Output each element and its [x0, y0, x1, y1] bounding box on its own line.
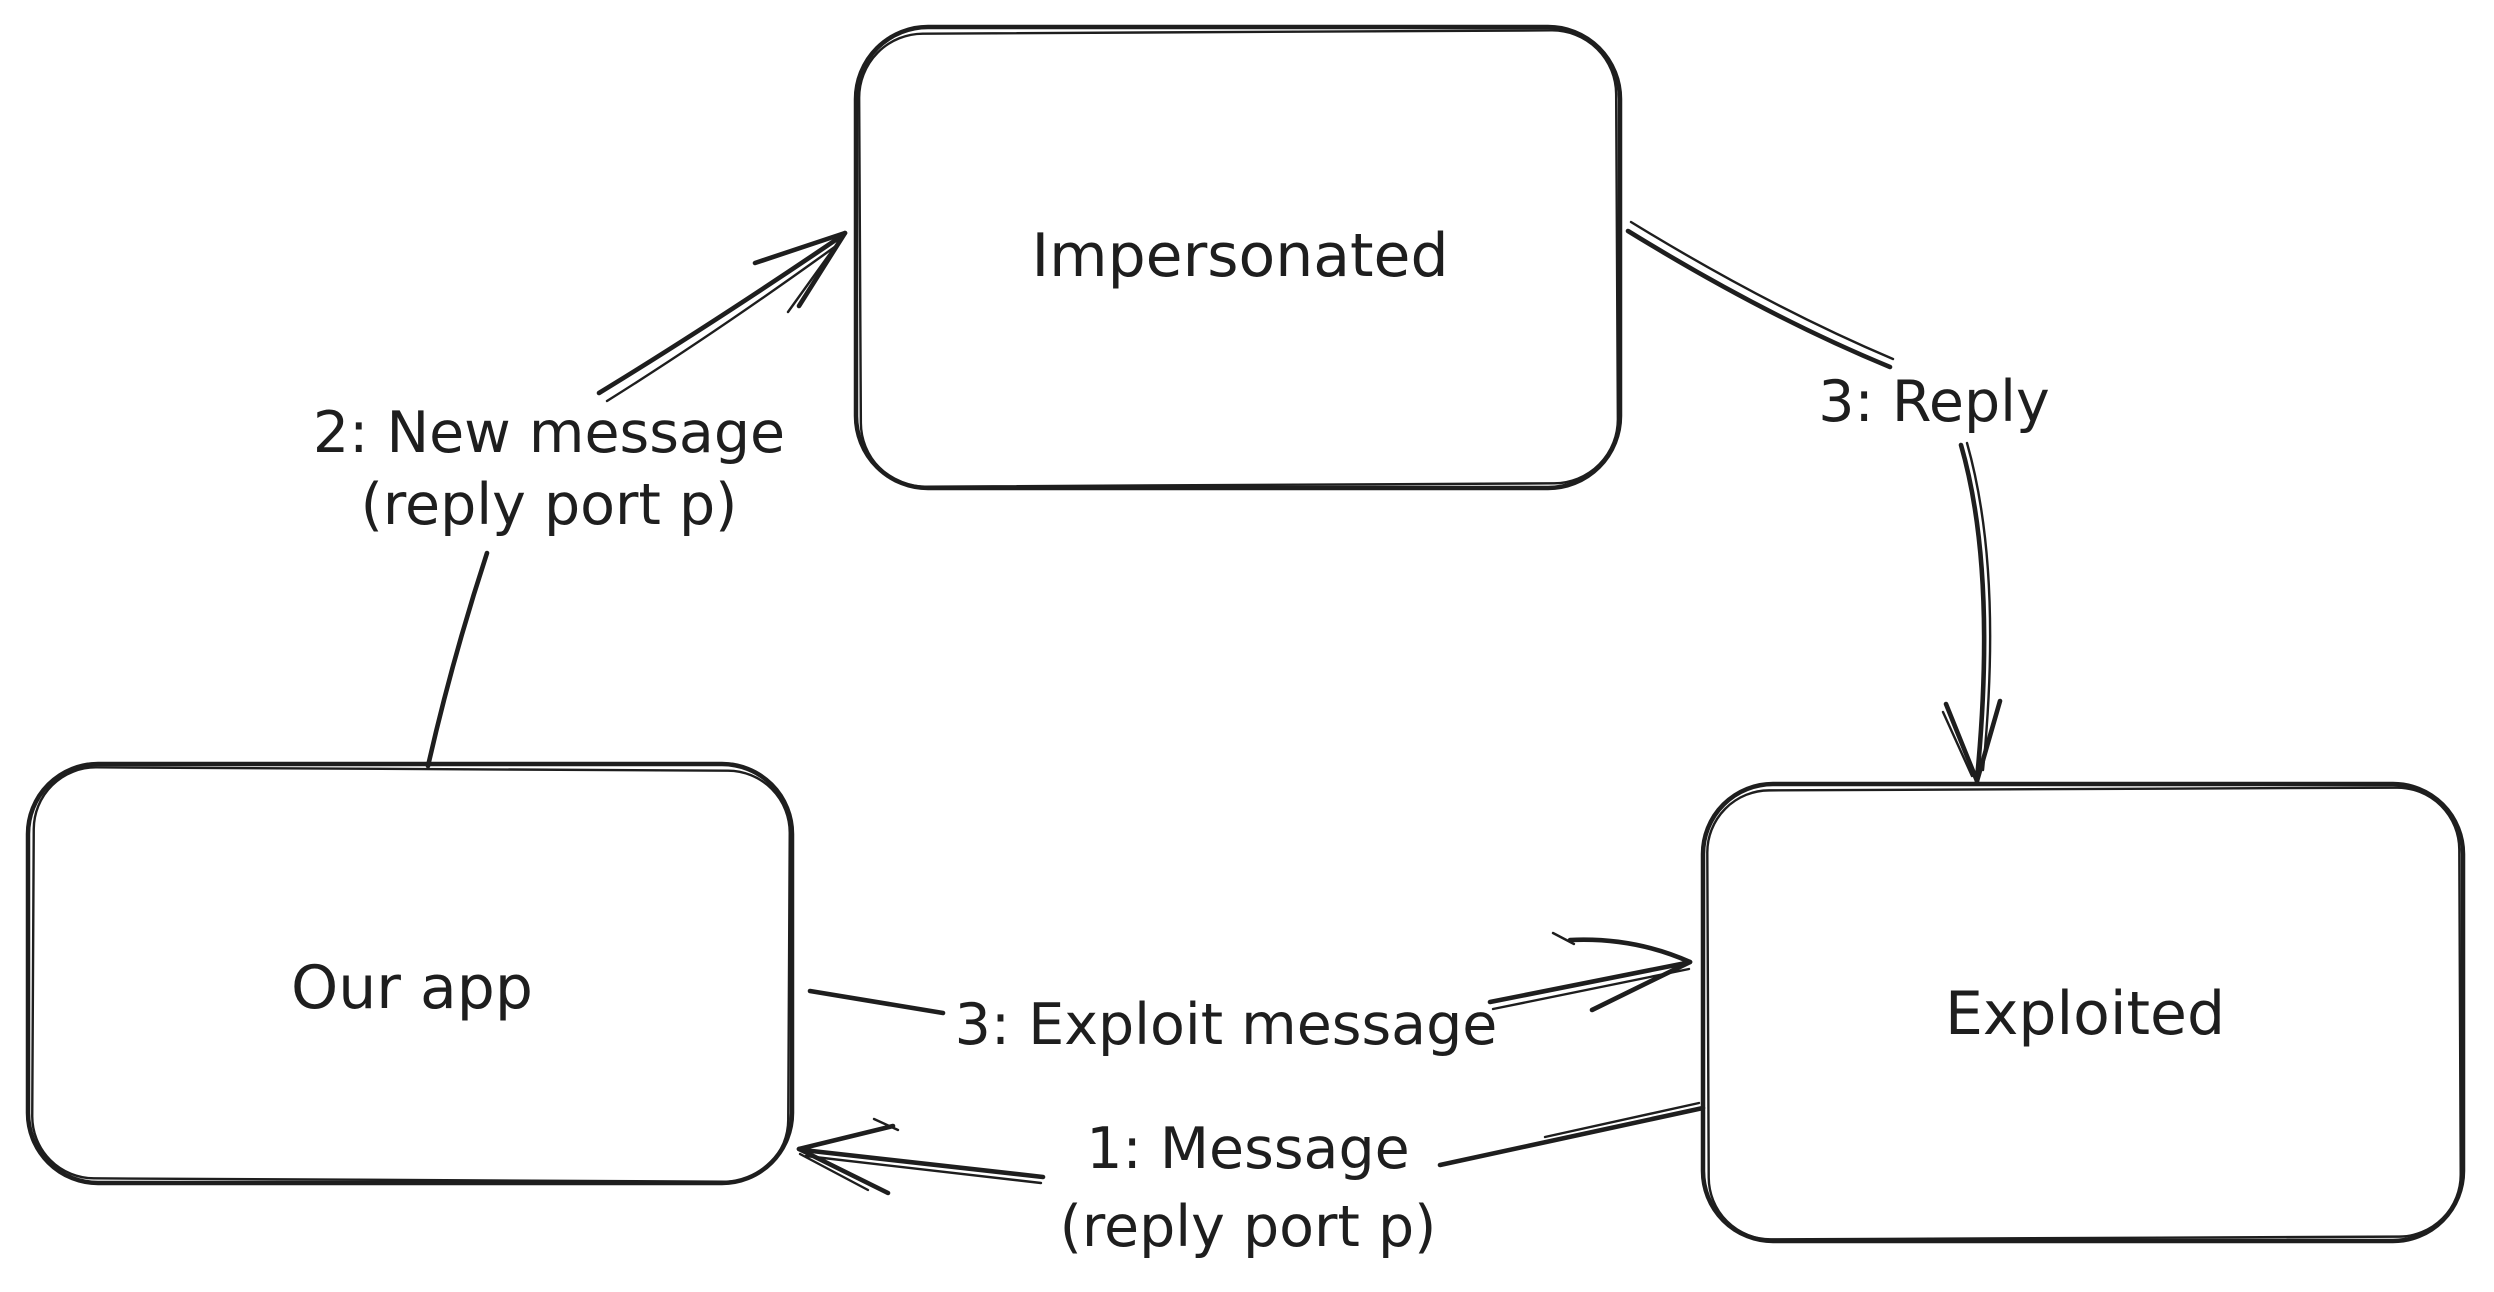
node-label-impersonated: Impersonated: [1031, 221, 1448, 291]
edge-message: 1: Message (reply port p): [796, 1101, 1706, 1260]
arrow-shaft: [800, 1147, 1046, 1180]
node-box-outline: [1700, 781, 2466, 1244]
arrow-sketch-stroke: [605, 244, 838, 403]
node-box-outline: [25, 761, 795, 1186]
arrow-head-sketch-stroke: [1941, 710, 1974, 778]
node-label-exploited: Exploited: [1945, 979, 2225, 1049]
arrow-sketch-stroke: [1491, 967, 1691, 1011]
edge-exploit-message: 3: Exploit message: [807, 931, 1693, 1058]
edge-label-line1: 3: Exploit message: [955, 992, 1498, 1058]
arrow-shaft: [596, 232, 846, 396]
arrow-head: [796, 1123, 896, 1152]
edge-reply: 3: Reply: [1625, 220, 2050, 784]
edge-new-message: 2: New message (reply port p): [313, 230, 848, 769]
arrow-head-sketch-stroke: [1551, 931, 1576, 946]
node-box-sketch-stroke: [1706, 786, 2462, 1241]
arrow-head-sketch-stroke: [798, 1152, 870, 1192]
arrow-shaft: [1437, 1105, 1706, 1168]
edge-label-line1: 2: New message: [313, 400, 785, 466]
node-our-app: Our app: [25, 761, 795, 1186]
arrow-shaft: [1958, 442, 1987, 782]
arrow-sketch-stroke: [1965, 441, 1992, 772]
arrow-shaft: [1487, 960, 1689, 1005]
arrow-head: [752, 230, 848, 266]
arrow-shaft: [1625, 228, 1893, 370]
node-box-outline: [853, 24, 1623, 491]
node-exploited: Exploited: [1700, 781, 2466, 1244]
arrow-head: [1567, 937, 1693, 965]
arrow-sketch-stroke: [804, 1154, 1043, 1185]
arrow-head: [1589, 959, 1693, 1013]
node-box-sketch-stroke: [31, 766, 791, 1183]
arrow-shaft: [807, 988, 946, 1016]
node-impersonated: Impersonated: [853, 24, 1623, 491]
arrow-sketch-stroke: [1629, 220, 1895, 361]
arrow-head: [1943, 701, 1980, 784]
arrow-shaft: [425, 550, 490, 769]
arrow-sketch-stroke: [1543, 1101, 1701, 1139]
arrow-head: [796, 1146, 891, 1196]
arrow-head-sketch-stroke: [786, 239, 841, 314]
edge-label-line2: (reply port p): [361, 472, 738, 538]
node-box-sketch-stroke: [857, 29, 1620, 488]
edge-label-line2: (reply port p): [1060, 1194, 1437, 1260]
arrow-head-sketch-stroke: [872, 1117, 900, 1132]
edge-label-line1: 1: Message: [1086, 1116, 1409, 1182]
edge-label-line1: 3: Reply: [1818, 369, 2049, 435]
arrow-head: [1974, 698, 2003, 784]
node-label-our-app: Our app: [291, 953, 533, 1023]
